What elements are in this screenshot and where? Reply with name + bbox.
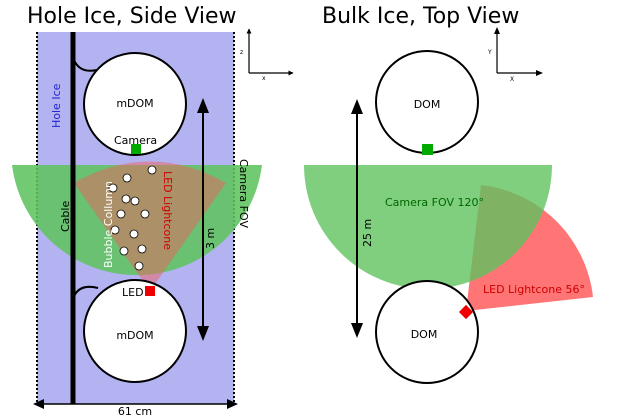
led-label: LED	[122, 286, 144, 299]
bubble	[108, 183, 118, 193]
bubble	[147, 165, 157, 175]
camera-label: Camera	[114, 134, 157, 147]
cable-label: Cable	[59, 201, 72, 232]
bubble	[116, 209, 126, 219]
right-led-lightcone-label: LED Lightcone 56°	[483, 283, 585, 296]
bubble	[121, 194, 131, 204]
bubble	[137, 244, 147, 254]
bottom-dom	[375, 280, 479, 384]
top-mdom	[83, 52, 187, 156]
right-panel-title: Bulk Ice, Top View	[322, 4, 519, 29]
spacing-label-left: 3 m	[204, 228, 217, 249]
led-marker	[145, 286, 155, 296]
bubble	[140, 209, 150, 219]
left-panel-title: Hole Ice, Side View	[27, 4, 237, 29]
bubble-column-label: Bubble Collumn	[102, 181, 115, 268]
width-arrow-left-head	[33, 399, 44, 409]
bottom-dom-label: DOM	[411, 328, 438, 341]
camera-fov-label: Camera FOV	[237, 159, 250, 228]
right-camera-fov-cone	[304, 165, 552, 289]
right-camera-marker	[422, 144, 433, 155]
bottom-mdom-label: mDOM	[116, 329, 153, 342]
top-dom-label: DOM	[414, 98, 441, 111]
bubble	[130, 196, 140, 206]
led-light-cone	[74, 161, 226, 291]
spacing-arrow-right-top-head	[351, 99, 363, 114]
spacing-arrow-left-top-head	[197, 98, 209, 113]
width-arrow-right-head	[227, 399, 238, 409]
width-label: 61 cm	[118, 405, 152, 415]
bubble	[122, 173, 132, 183]
right-axes-indicator: Y X	[487, 27, 543, 83]
spacing-arrow-right-bottom-head	[351, 323, 363, 338]
hole-ice-label: Hole Ice	[50, 83, 63, 128]
led-lightcone-label: LED Lightcone	[161, 171, 174, 250]
right-camera-fov-label: Camera FOV 120°	[385, 196, 484, 209]
right-led-marker	[458, 304, 474, 320]
left-axes-indicator: z x	[240, 28, 294, 82]
bubble-column	[108, 165, 157, 271]
bubble	[119, 246, 129, 256]
left-axis-z-label: z	[240, 49, 243, 56]
camera-marker	[131, 144, 141, 154]
top-mdom-label: mDOM	[116, 97, 153, 110]
bubble	[110, 225, 120, 235]
bottom-mdom	[83, 279, 187, 383]
left-axis-x-label: x	[262, 75, 266, 82]
spacing-arrow-left-bottom-head	[197, 326, 209, 341]
bubble	[129, 229, 139, 239]
spacing-label-right: 25 m	[361, 219, 374, 247]
bubble	[134, 261, 144, 271]
right-axis-y-label: Y	[487, 49, 492, 56]
right-axis-x-label: X	[510, 76, 514, 83]
